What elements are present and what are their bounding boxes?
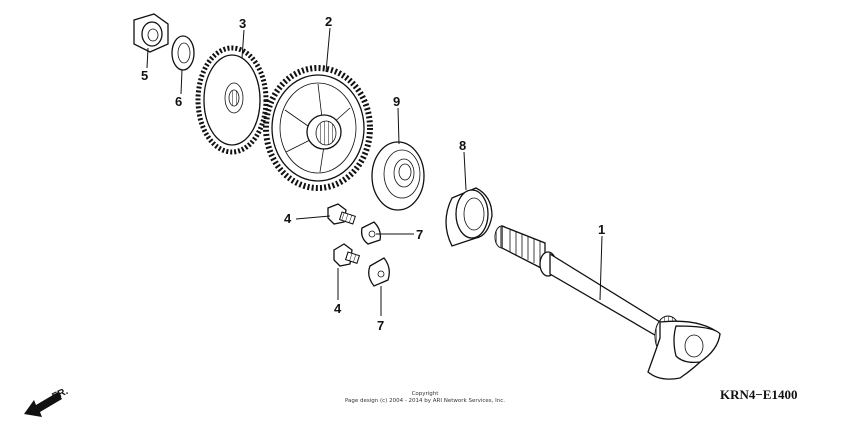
leader-lines bbox=[146, 27, 603, 316]
callout-2: 2 bbox=[325, 14, 332, 29]
callout-6: 6 bbox=[175, 94, 182, 109]
copyright-notice: Copyright Page design (c) 2004 - 2014 by… bbox=[345, 391, 505, 404]
callout-9: 9 bbox=[393, 94, 400, 109]
direction-label: FR. bbox=[51, 386, 70, 403]
direction-arrow-icon bbox=[24, 392, 62, 417]
bushing-part-8[interactable] bbox=[445, 187, 493, 247]
bolt-part-4-lower[interactable] bbox=[333, 243, 361, 267]
callout-labels: 5 6 3 2 9 8 1 4 7 4 7 bbox=[141, 14, 605, 333]
callout-7-lower: 7 bbox=[377, 318, 384, 333]
copyright-line-1: Copyright bbox=[412, 391, 440, 397]
bolt-part-4-upper[interactable] bbox=[327, 203, 356, 225]
bearing-part-9[interactable] bbox=[371, 141, 425, 211]
lock-plate-part-7-upper[interactable] bbox=[360, 221, 382, 245]
shaft-part-1[interactable] bbox=[494, 225, 721, 380]
callout-3: 3 bbox=[239, 16, 246, 31]
callout-4-upper: 4 bbox=[284, 211, 292, 226]
lock-plate-part-7-lower[interactable] bbox=[368, 257, 390, 287]
washer-part-6[interactable] bbox=[171, 35, 195, 71]
large-gear-part-2[interactable] bbox=[263, 65, 373, 191]
callout-5: 5 bbox=[141, 68, 148, 83]
diagram-code: KRN4−E1400 bbox=[720, 387, 797, 402]
small-gear-part-3[interactable] bbox=[195, 45, 269, 155]
front-direction-indicator: FR. bbox=[24, 386, 70, 417]
callout-8: 8 bbox=[459, 138, 466, 153]
callout-7-upper: 7 bbox=[416, 227, 423, 242]
copyright-line-2: Page design (c) 2004 - 2014 by ARI Netwo… bbox=[345, 398, 505, 404]
callout-4-lower: 4 bbox=[334, 301, 342, 316]
callout-1: 1 bbox=[598, 222, 605, 237]
nut-part-5[interactable] bbox=[133, 13, 169, 53]
